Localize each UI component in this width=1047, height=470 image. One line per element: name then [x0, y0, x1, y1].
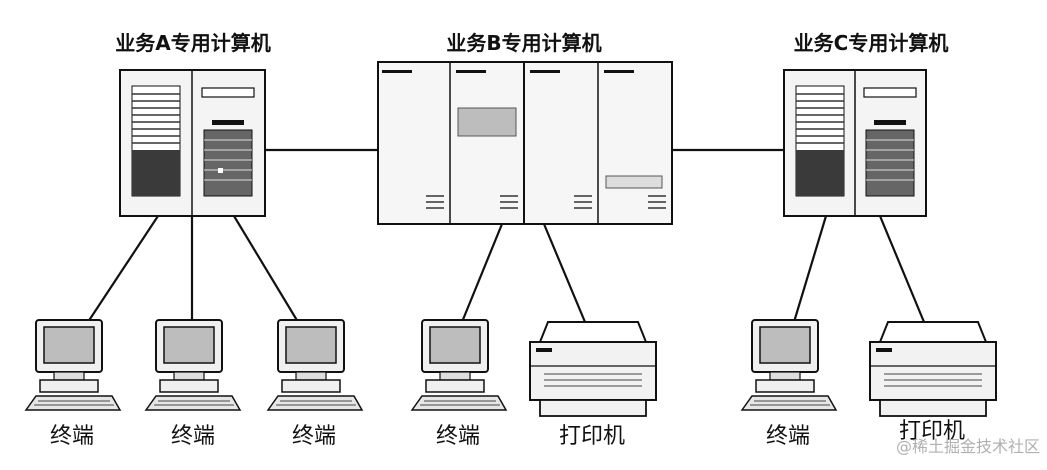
- label-printer-b: 打印机: [559, 424, 625, 449]
- link-b-printer: [542, 223, 587, 323]
- server-b: [377, 61, 673, 225]
- label-terminal-a3: 终端: [292, 424, 336, 449]
- server-c: [783, 69, 927, 217]
- label-printer-c: 打印机: [899, 419, 965, 444]
- label-terminal-c1: 终端: [766, 424, 810, 449]
- printer-c: [869, 321, 997, 417]
- label-terminal-a1: 终端: [50, 424, 94, 449]
- link-c-printer: [878, 215, 926, 323]
- label-terminal-a2: 终端: [171, 424, 215, 449]
- connection-lines: [87, 148, 926, 323]
- title-server-c: 业务C专用计算机: [794, 31, 949, 55]
- printer-b: [529, 321, 657, 417]
- terminal-a2: [145, 319, 241, 411]
- link-c-terminal: [792, 215, 828, 323]
- server-a: [119, 69, 266, 217]
- title-server-b: 业务B专用计算机: [446, 31, 601, 55]
- terminal-a3: [267, 319, 363, 411]
- title-server-a: 业务A专用计算机: [115, 31, 270, 55]
- terminal-c1: [741, 319, 837, 411]
- terminal-b1: [411, 319, 507, 411]
- link-a-terminal-1: [87, 215, 159, 323]
- label-terminal-b1: 终端: [436, 424, 480, 449]
- link-a-terminal-3: [233, 215, 299, 323]
- watermark: @稀土掘金技术社区: [896, 437, 1040, 456]
- terminal-a1: [25, 319, 121, 411]
- link-b-terminal: [460, 223, 504, 323]
